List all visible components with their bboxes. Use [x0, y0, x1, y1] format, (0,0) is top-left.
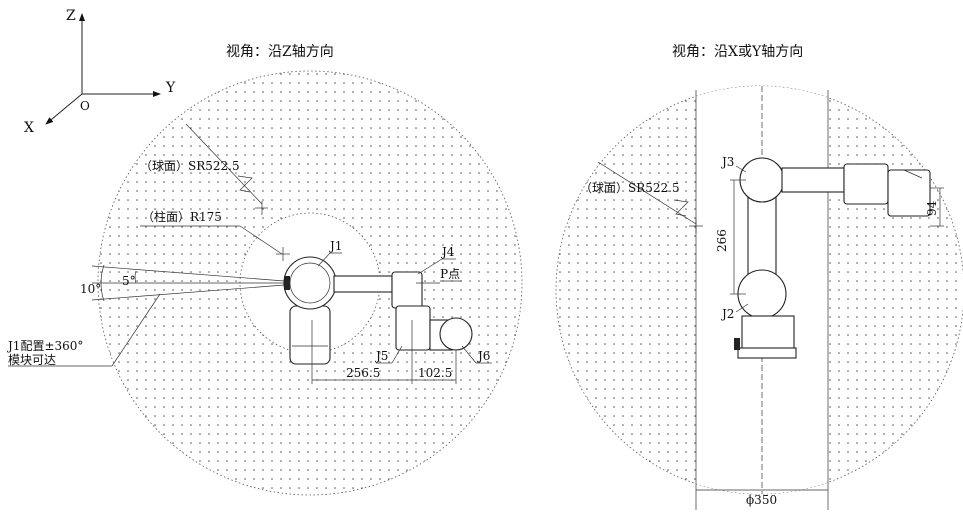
j1-leader [317, 252, 331, 267]
note-line-2: 模块可达 [8, 353, 56, 367]
x-axis [45, 93, 83, 125]
p-point-label: P点 [440, 267, 460, 281]
right-view: 视角：沿X或Y轴方向 （球面）SR522.5 J3 J2 [555, 44, 963, 510]
j6-label: J6 [476, 349, 490, 363]
note-line-1: J1配置±360° [6, 339, 83, 353]
dim-256-label: 256.5 [346, 366, 380, 380]
j3-joint [739, 157, 785, 203]
angle-5-label: 5° [122, 274, 136, 288]
side-sphere-leader [597, 161, 697, 225]
j2-label: J2 [720, 307, 734, 321]
angle-line-lower [91, 282, 311, 301]
j5-label: J5 [374, 349, 388, 363]
coordinate-axes: Z Y X O [24, 8, 176, 136]
robot-side-view [734, 157, 931, 359]
base-block [289, 305, 331, 365]
left-view-title: 视角：沿Z轴方向 [226, 44, 334, 60]
z-axis-label: Z [66, 8, 76, 24]
forearm [781, 167, 845, 193]
dim-102-label: 102.5 [418, 366, 452, 380]
dim-350-label: ϕ350 [746, 493, 777, 507]
angle-line-upper [91, 265, 311, 284]
j4-housing [391, 271, 423, 309]
j4-leader [417, 258, 443, 275]
sphere-leader-break [237, 175, 253, 193]
base-plate [737, 347, 797, 359]
side-leader-break [673, 199, 689, 217]
j1-connector [284, 276, 290, 290]
left-view: 视角：沿Z轴方向 （球面）SR522.5 （柱面）R175 10° 5° J1配… [6, 44, 523, 496]
note-leader [111, 293, 161, 367]
j3-label: J3 [720, 155, 734, 169]
j4-label: J4 [440, 245, 455, 259]
j5-housing [395, 305, 431, 351]
dim-94-label: 94 [925, 200, 939, 216]
base-column [741, 315, 795, 351]
angle-10-arc [100, 264, 105, 302]
wrist-housing [843, 163, 889, 205]
angle-5-arc [134, 270, 137, 284]
dim-266-label: 266 [715, 229, 729, 252]
j3-leader [735, 165, 747, 173]
sphere-leader [185, 123, 263, 205]
left-sphere-label: （球面）SR522.5 [140, 159, 240, 173]
flange-detail [903, 169, 923, 179]
upper-arm [333, 275, 393, 293]
cylinder-label: （柱面）R175 [142, 209, 222, 224]
cylinder-leader [239, 225, 283, 255]
right-sphere-label: （球面）SR522.5 [580, 181, 680, 195]
origin-label: O [80, 99, 90, 113]
angle-10-label: 10° [80, 282, 101, 296]
j5-leader [391, 345, 403, 364]
j1-label: J1 [328, 239, 342, 253]
right-view-title: 视角：沿X或Y轴方向 [672, 44, 803, 60]
x-axis-label: X [24, 120, 34, 136]
y-axis-label: Y [165, 80, 176, 96]
j2-leader [735, 303, 749, 313]
robot-top-view [283, 256, 473, 365]
base-connector [734, 338, 740, 350]
j6-flange [439, 317, 473, 351]
tool-flange [887, 169, 931, 217]
j1-joint [283, 256, 337, 310]
j6-leader [461, 345, 477, 364]
